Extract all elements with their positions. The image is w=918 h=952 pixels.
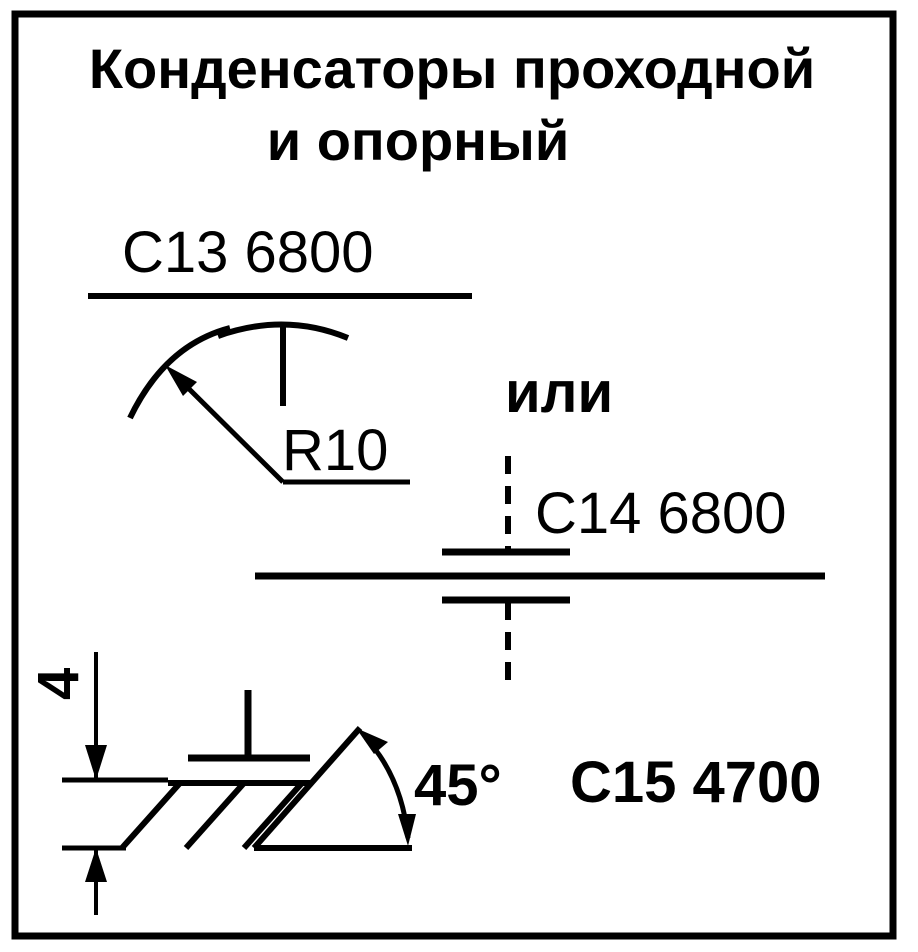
c13-label: C13 6800 [122,220,374,285]
feedthrough-capacitor-symbol [127,321,350,420]
leader-arrowhead [165,365,197,396]
angle-arrow-bottom [398,814,416,846]
c15-label: C15 4700 [570,750,822,815]
hatch-2 [183,781,247,850]
support-capacitor-symbol [119,690,412,851]
r10-label: R10 [282,418,388,483]
dimension-4-markers [62,652,168,915]
r10-leader [165,365,410,485]
title-line-1: Конденсаторы проходной [89,37,815,100]
angle-arrow-top [356,728,388,754]
dim-arrow-down [85,745,107,780]
or-label: или [505,360,613,425]
angle-label: 45° [414,753,502,818]
title-line-2: и опорный [267,109,570,172]
bevel-edge [251,726,363,850]
hatch-1 [119,781,183,850]
dimension-4-label: 4 [26,668,91,700]
c14-label: C14 6800 [535,481,787,546]
dim-arrow-up [85,848,107,882]
outer-arc [127,325,231,420]
outer-frame [11,10,897,940]
hatch-3 [241,781,305,850]
angle-arc [356,728,416,846]
